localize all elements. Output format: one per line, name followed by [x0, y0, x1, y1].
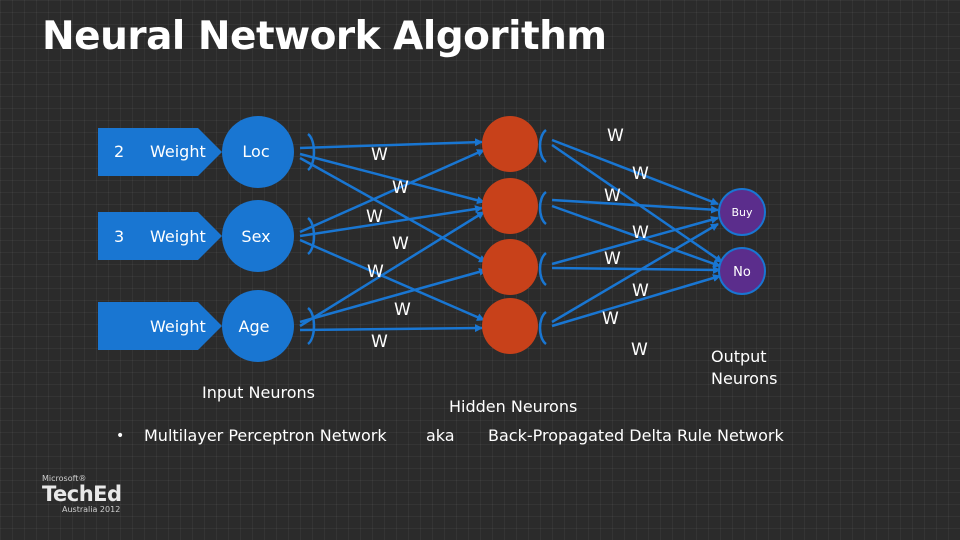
hidden-neuron — [482, 239, 538, 295]
feature-label: Age — [239, 317, 270, 336]
weight-w: W — [392, 234, 409, 254]
edge — [299, 238, 485, 322]
weight-w: W — [394, 300, 411, 320]
output-layer: Buy No — [718, 188, 766, 295]
input-connector-icon — [307, 133, 316, 171]
logo-vendor: Microsoft® — [42, 474, 87, 483]
weight-label: Weight — [150, 317, 206, 336]
edge — [299, 268, 487, 324]
edge — [551, 265, 721, 274]
hidden-connector-icon — [538, 191, 547, 225]
hidden-neuron — [482, 178, 538, 234]
logo-edition: Australia 2012 — [62, 505, 121, 515]
input-neurons-label: Input Neurons — [202, 383, 315, 402]
edge — [299, 138, 483, 150]
edge — [299, 324, 483, 333]
hidden-output-edges — [551, 138, 723, 328]
input-neuron — [222, 116, 294, 188]
input-value-arrow — [98, 212, 222, 260]
feature-label: Sex — [241, 227, 270, 246]
weight-w: W — [371, 332, 388, 352]
teched-logo: Microsoft® TechEd Australia 2012 — [42, 474, 132, 514]
hidden-neuron — [482, 298, 538, 354]
weight-w: W — [392, 178, 409, 198]
output-label: Buy — [731, 206, 753, 219]
weight-w: W — [632, 223, 649, 243]
input-row-2: 3 Weight Sex — [98, 200, 316, 272]
edge — [299, 210, 485, 328]
edge — [551, 222, 719, 324]
weight-w: W — [602, 309, 619, 329]
input-hidden-edges — [299, 138, 487, 333]
edge — [551, 216, 719, 266]
weight-label: Weight — [150, 142, 206, 161]
hidden-connector-icon — [538, 252, 547, 286]
weight-w: W — [604, 186, 621, 206]
edge — [299, 205, 483, 238]
weight-w: W — [632, 281, 649, 301]
output-neurons-label-line1: Output — [711, 347, 767, 366]
aka-label: aka — [426, 426, 455, 445]
logo-event: TechEd — [42, 482, 122, 506]
weight-label: Weight — [150, 227, 206, 246]
feature-label: Loc — [242, 142, 269, 161]
input-connector-icon — [307, 217, 316, 255]
input-row-3: Weight Age — [98, 290, 316, 362]
network-type: Multilayer Perceptron Network — [144, 426, 387, 445]
input-connector-icon — [307, 307, 316, 345]
input-value: 2 — [114, 142, 124, 161]
weight-w: W — [367, 262, 384, 282]
hidden-connector-icon — [538, 129, 547, 163]
bullet-icon: • — [116, 428, 125, 444]
edge — [299, 156, 487, 264]
output-neurons-label-line2: Neurons — [711, 369, 778, 388]
weight-w: W — [366, 207, 383, 227]
output-neuron-no — [718, 247, 766, 295]
input-weight-labels: W W W W W W W — [366, 145, 411, 352]
input-neuron — [222, 200, 294, 272]
hidden-connector-icon — [538, 311, 547, 345]
weight-w: W — [371, 145, 388, 165]
hidden-neuron — [482, 116, 538, 172]
edge — [299, 152, 485, 205]
edge — [551, 143, 723, 264]
page-title: Neural Network Algorithm — [42, 14, 607, 59]
alt-network-name: Back-Propagated Delta Rule Network — [488, 426, 784, 445]
input-neuron — [222, 290, 294, 362]
hidden-layer — [482, 116, 547, 354]
edge — [551, 204, 721, 268]
output-weight-labels: W W W W W W W W — [602, 126, 649, 360]
edge — [299, 148, 485, 234]
weight-w: W — [607, 126, 624, 146]
weight-w: W — [631, 340, 648, 360]
weight-w: W — [632, 164, 649, 184]
input-value-arrow — [98, 128, 222, 176]
edge — [551, 198, 719, 214]
edge — [551, 274, 721, 328]
weight-w: W — [604, 249, 621, 269]
edge — [551, 138, 719, 206]
input-value: 3 — [114, 227, 124, 246]
input-row-1: 2 Weight Loc — [98, 116, 316, 188]
output-neuron-buy — [718, 188, 766, 236]
hidden-neurons-label: Hidden Neurons — [449, 397, 578, 416]
output-label: No — [733, 265, 751, 280]
input-value-arrow — [98, 302, 222, 350]
